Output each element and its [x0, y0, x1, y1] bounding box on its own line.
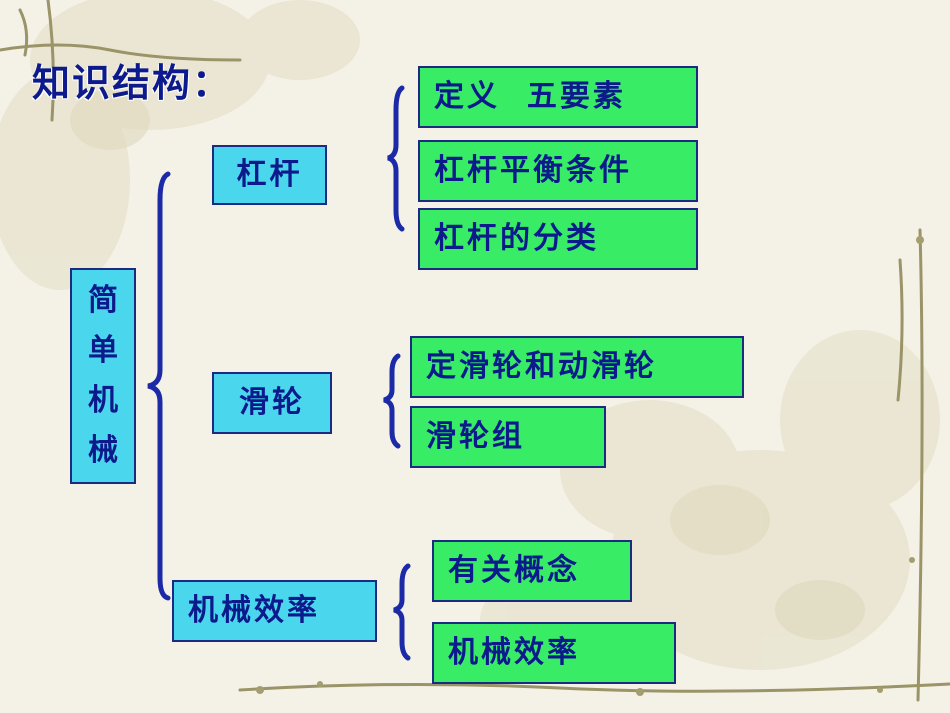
root-char: 机	[88, 383, 118, 418]
root-char: 械	[88, 433, 118, 468]
leaf-lever-balance-condition: 杠杆平衡条件	[418, 140, 698, 202]
leaf-related-concepts: 有关概念	[432, 540, 632, 602]
node-pulley: 滑轮	[212, 372, 332, 434]
root-char: 简	[88, 283, 118, 318]
leaf-mechanical-efficiency: 机械效率	[432, 622, 676, 684]
leaf-fixed-and-movable-pulley: 定滑轮和动滑轮	[410, 336, 744, 398]
root-char: 单	[88, 333, 118, 368]
node-lever: 杠杆	[212, 145, 327, 205]
node-mechanical-efficiency: 机械效率	[172, 580, 377, 642]
leaf-lever-classification: 杠杆的分类	[418, 208, 698, 270]
page-title: 知识结构：	[32, 61, 233, 105]
root-node-simple-machines: 简 单 机 械	[70, 268, 136, 484]
leaf-pulley-block: 滑轮组	[410, 406, 606, 468]
leaf-definition-five-elements: 定义 五要素	[418, 66, 698, 128]
